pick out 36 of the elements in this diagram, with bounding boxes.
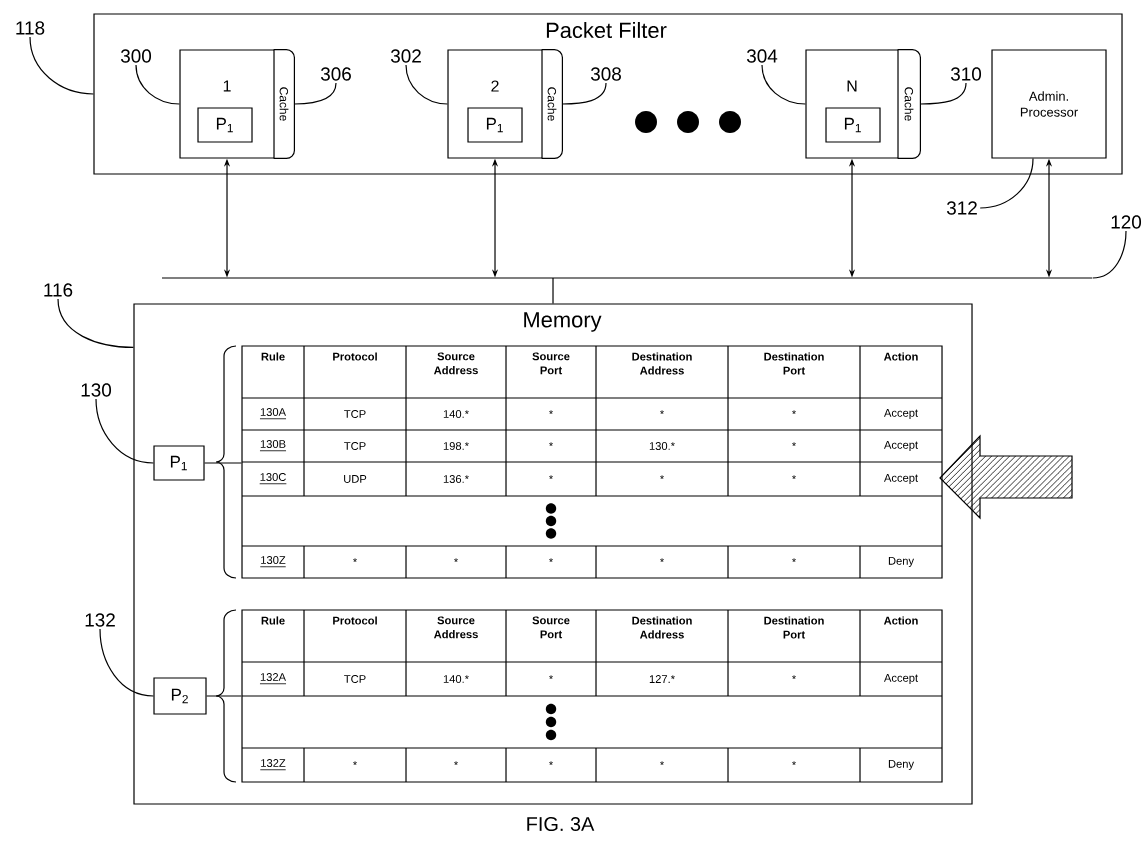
connector-line <box>204 462 242 464</box>
reference-number: 130 <box>81 383 112 397</box>
reference-number: 312 <box>946 201 977 215</box>
leader-line <box>405 64 448 105</box>
leader-line <box>99 628 154 697</box>
leader-line <box>135 64 180 105</box>
bus-line <box>161 277 1093 279</box>
box-title: Memory <box>524 312 602 332</box>
program-box: P$_{2}$ <box>153 677 207 715</box>
reference-number: 132 <box>85 613 115 627</box>
reference-number: 116 <box>44 283 73 297</box>
leader-line <box>29 36 94 95</box>
leader-line <box>979 158 1034 209</box>
figure-caption: FIG. 3A <box>527 816 595 832</box>
program-box: P$_{1}$ <box>197 107 253 143</box>
leader-line <box>919 82 967 105</box>
reference-number: 306 <box>320 67 351 81</box>
program-box: P$_{1}$ <box>825 107 881 143</box>
box-title: Packet Filter <box>546 21 667 39</box>
connector-line <box>552 277 554 304</box>
program-box: P$_{1}$ <box>467 107 523 143</box>
reference-number: 310 <box>950 67 982 81</box>
leader-line <box>1092 230 1127 279</box>
reference-number: 304 <box>746 49 778 63</box>
reference-number: 118 <box>16 21 45 35</box>
connector-line <box>206 695 242 697</box>
leader-line <box>761 64 806 105</box>
reference-number: 120 <box>1111 215 1142 229</box>
leader-line <box>561 82 607 105</box>
leader-line <box>57 298 134 348</box>
program-box: P$_{1}$ <box>153 445 205 481</box>
reference-number: 300 <box>120 49 152 63</box>
leader-line <box>293 82 337 105</box>
reference-number: 308 <box>590 67 621 81</box>
leader-line <box>95 398 154 464</box>
reference-number: 302 <box>390 49 421 63</box>
